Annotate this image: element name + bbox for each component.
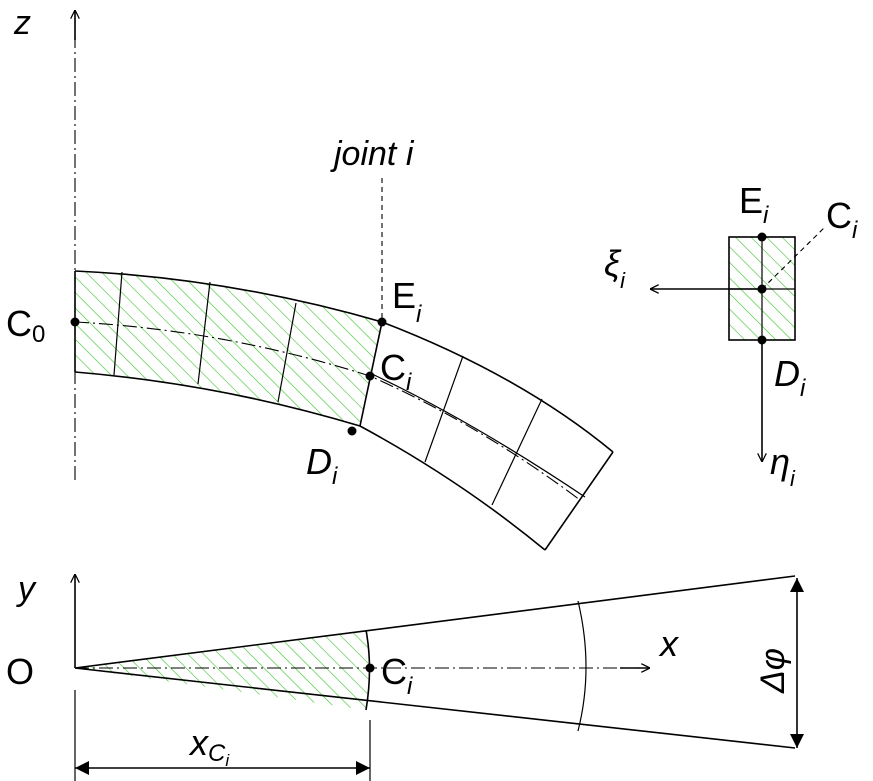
plan-view: y O x Ci Δφ xCi	[6, 570, 804, 781]
section-point-di	[757, 335, 767, 345]
ci-leader-line	[761, 225, 827, 290]
plan-point-ci	[365, 663, 375, 673]
section-point-ei	[757, 232, 767, 242]
xc-label: xCi	[188, 722, 230, 770]
wedge-upper-edge	[74, 575, 796, 669]
point-ei	[377, 317, 387, 327]
c0-label: C0	[6, 303, 45, 348]
di-label: Di	[306, 441, 338, 490]
hatched-arch-segment	[75, 271, 382, 426]
eta-axis-label: ηi	[770, 441, 796, 491]
joint-i-label: joint i	[330, 135, 415, 173]
plan-joint-arc-2	[577, 600, 587, 732]
section-point-ci	[757, 284, 767, 294]
point-di	[347, 426, 357, 436]
voussoir-joint-5	[424, 355, 464, 463]
hatched-plan-wedge	[75, 630, 370, 710]
mid-ring-right	[371, 373, 586, 498]
point-c0	[70, 317, 80, 327]
elevation-view: z joint i C0	[6, 4, 614, 551]
origin-label: O	[6, 651, 34, 692]
voussoir-joint-6	[491, 398, 543, 506]
ci-label: Ci	[380, 347, 412, 396]
voussoir-joint-2	[197, 281, 211, 385]
section-di-label: Di	[774, 353, 806, 402]
ei-label: Ei	[392, 275, 422, 328]
y-axis-label: y	[16, 570, 37, 608]
voussoir-joint-1	[113, 271, 123, 376]
arch-end-edge	[544, 451, 614, 551]
wedge-lower-edge	[74, 667, 796, 749]
point-ci	[365, 371, 375, 381]
section-ei-label: Ei	[739, 180, 769, 229]
z-axis-label: z	[13, 4, 31, 42]
cross-section-view: Ei Ci Di ξi ηi	[604, 180, 858, 491]
xi-axis-label: ξi	[604, 243, 626, 293]
plan-ci-label: Ci	[381, 651, 413, 700]
section-ci-label: Ci	[826, 195, 858, 244]
voussoir-joint-3	[277, 302, 297, 403]
arch-bottom-edge	[74, 371, 546, 551]
delta-phi-label: Δφ	[754, 648, 792, 694]
x-axis-label: x	[658, 623, 680, 664]
